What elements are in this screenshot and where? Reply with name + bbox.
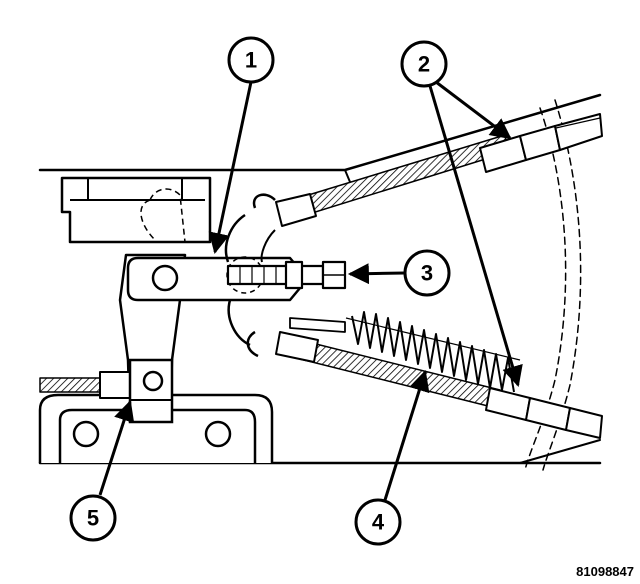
adjusting-nut: [226, 260, 347, 290]
callout-2: 2: [400, 40, 448, 88]
figure-id: 81098847: [576, 564, 634, 579]
cable-clip: [128, 358, 174, 424]
leader-1: [208, 81, 253, 255]
leader-lines: [98, 80, 523, 501]
leader-3: [347, 263, 406, 285]
callout-4-label: 4: [372, 510, 385, 535]
callout-5: 5: [69, 494, 117, 542]
callout-4: 4: [354, 498, 402, 546]
leader-2b: [428, 85, 523, 388]
front-cable: [252, 113, 603, 227]
left-rear-cable: [39, 371, 131, 399]
tension-spring: [345, 311, 521, 393]
callout-1: 1: [227, 36, 275, 84]
callout-1-label: 1: [245, 48, 257, 73]
leader-5: [98, 400, 135, 496]
lower-frame-rail: [38, 393, 274, 463]
callout-5-label: 5: [87, 506, 99, 531]
callout-3-label: 3: [421, 261, 433, 286]
callout-2-label: 2: [418, 52, 430, 77]
upper-mounting-bracket: [60, 176, 212, 244]
leader-4: [383, 369, 430, 501]
leader-2a: [435, 80, 512, 140]
rear-cable: [246, 317, 603, 439]
callout-3: 3: [403, 249, 451, 297]
